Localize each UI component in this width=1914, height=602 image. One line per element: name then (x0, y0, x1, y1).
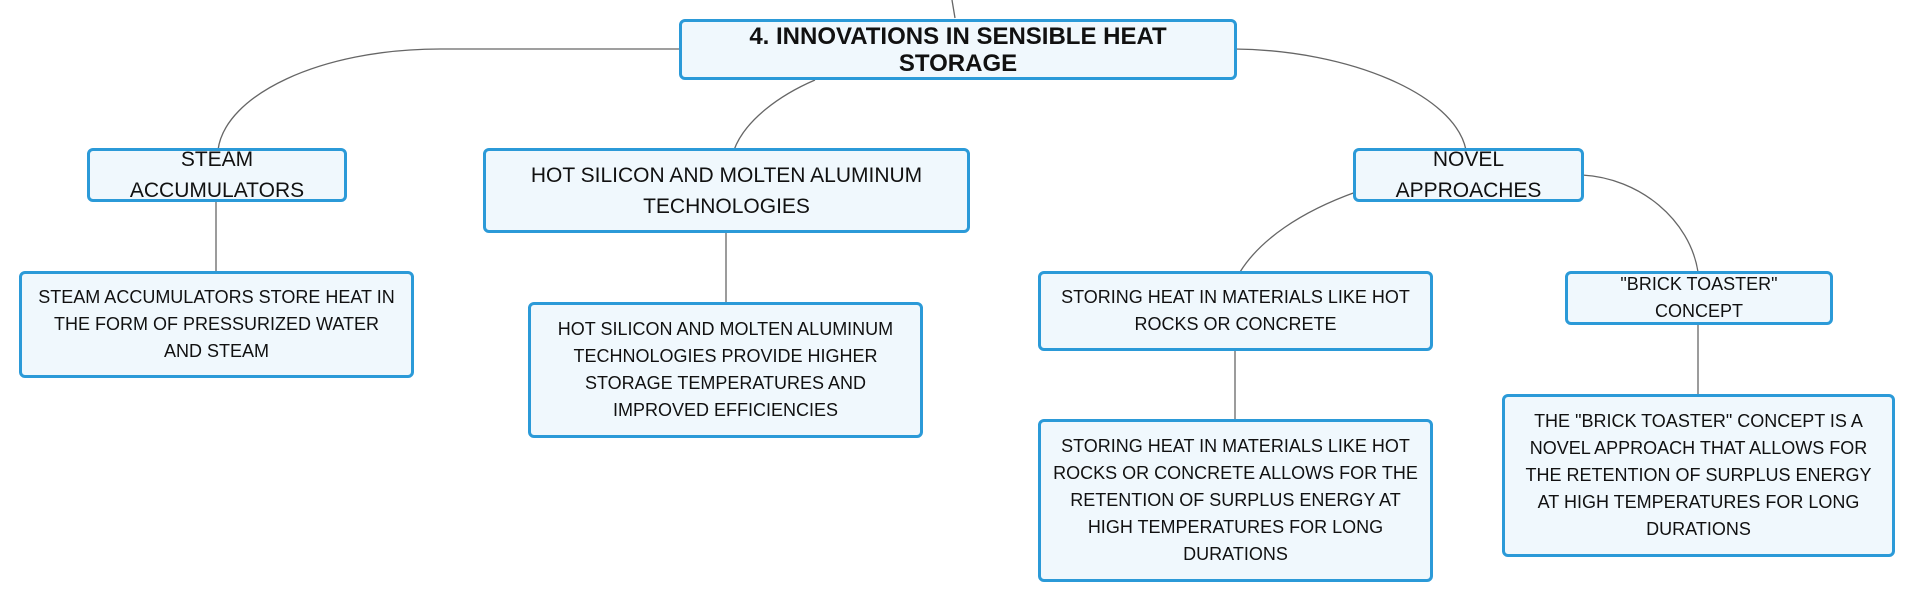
steam-accumulators-detail-node[interactable]: STEAM ACCUMULATORS STORE HEAT IN THE FOR… (19, 271, 414, 378)
hot-silicon-detail-node[interactable]: HOT SILICON AND MOLTEN ALUMINUM TECHNOLO… (528, 302, 923, 438)
hot-silicon-label: HOT SILICON AND MOLTEN ALUMINUM TECHNOLO… (530, 163, 923, 218)
connector-root-to-hot-silicon (733, 79, 816, 151)
steam-accumulators-node[interactable]: STEAM ACCUMULATORS (87, 148, 347, 202)
storing-heat-detail-node[interactable]: STORING HEAT IN MATERIALS LIKE HOT ROCKS… (1038, 419, 1433, 582)
connector-novel-approaches-to-storing-heat (1239, 191, 1357, 273)
storing-heat-detail-text: STORING HEAT IN MATERIALS LIKE HOT ROCKS… (1053, 436, 1418, 564)
storing-heat-node[interactable]: STORING HEAT IN MATERIALS LIKE HOT ROCKS… (1038, 271, 1433, 351)
root-node[interactable]: 4. INNOVATIONS IN SENSIBLE HEAT STORAGE (679, 19, 1237, 80)
hot-silicon-detail-text: HOT SILICON AND MOLTEN ALUMINUM TECHNOLO… (557, 319, 894, 420)
brick-toaster-detail-text: THE "BRICK TOASTER" CONCEPT IS A NOVEL A… (1525, 411, 1872, 539)
connector-root-to-steam-accumulators (217, 48, 681, 151)
steam-accumulators-label: STEAM ACCUMULATORS (129, 148, 305, 202)
novel-approaches-label: NOVEL APPROACHES (1395, 148, 1542, 202)
storing-heat-label: STORING HEAT IN MATERIALS LIKE HOT ROCKS… (1061, 287, 1410, 334)
novel-approaches-node[interactable]: NOVEL APPROACHES (1353, 148, 1584, 202)
connector-root-to-novel-approaches (1233, 48, 1467, 151)
root-node-label: 4. INNOVATIONS IN SENSIBLE HEAT STORAGE (749, 22, 1167, 77)
brick-toaster-node[interactable]: "BRICK TOASTER" CONCEPT (1565, 271, 1833, 325)
steam-accumulators-detail-text: STEAM ACCUMULATORS STORE HEAT IN THE FOR… (38, 287, 395, 361)
connector-parent-stub (951, 0, 956, 19)
connector-novel-approaches-to-brick-toaster (1581, 174, 1699, 273)
brick-toaster-detail-node[interactable]: THE "BRICK TOASTER" CONCEPT IS A NOVEL A… (1502, 394, 1895, 557)
hot-silicon-node[interactable]: HOT SILICON AND MOLTEN ALUMINUM TECHNOLO… (483, 148, 970, 233)
brick-toaster-label: "BRICK TOASTER" CONCEPT (1620, 274, 1778, 321)
